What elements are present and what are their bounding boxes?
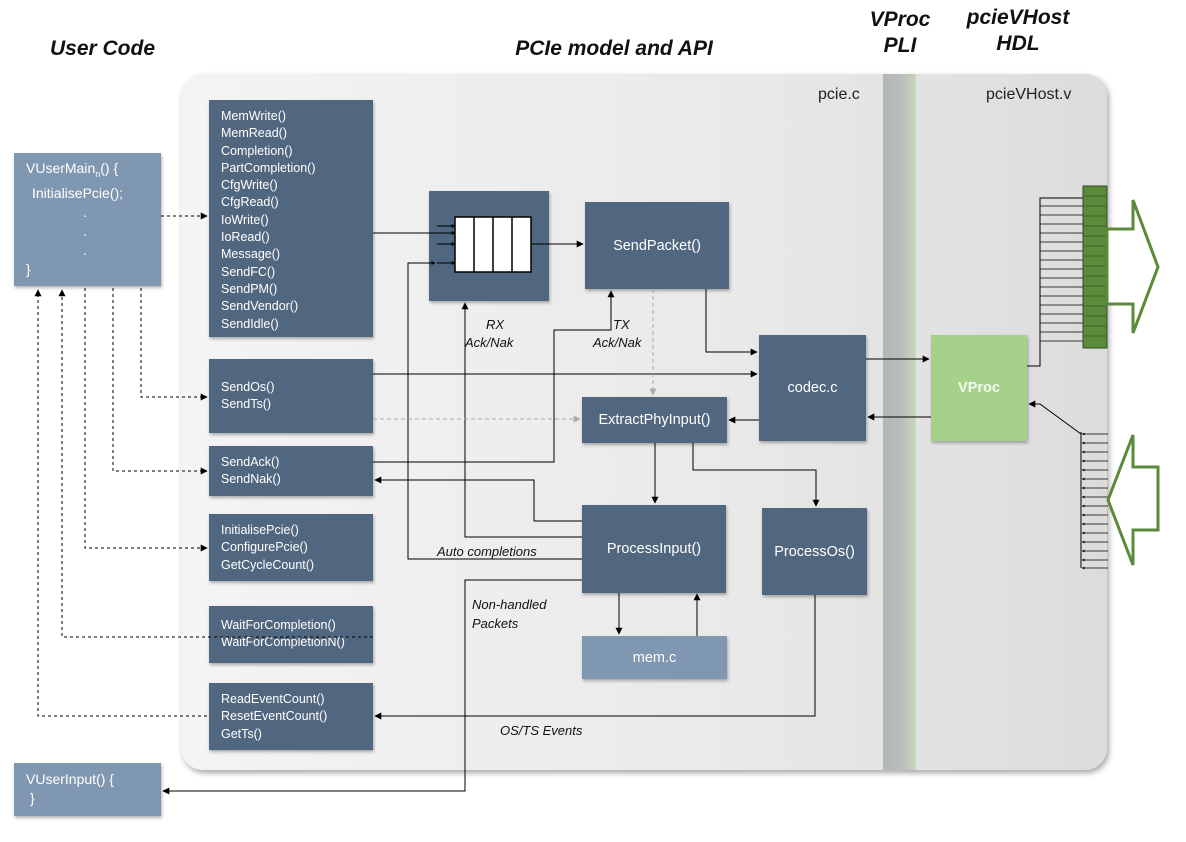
- api-waitforcompletion: WaitForCompletion(): [221, 618, 336, 632]
- api-initialisepcie: InitialisePcie(): [221, 523, 299, 537]
- api-sendack: SendAck(): [221, 455, 280, 469]
- api-configurepcie: ConfigurePcie(): [221, 540, 308, 555]
- api-completion: Completion(): [221, 143, 293, 158]
- api-reseteventcount: ResetEventCount(): [221, 709, 328, 724]
- api-cfgread: CfgRead(): [221, 195, 279, 210]
- api-main-block: MemWrite() MemRead() Completion() PartCo…: [209, 100, 373, 337]
- codec-block: codec.c: [759, 335, 866, 441]
- api-sendts: SendTs(): [221, 397, 272, 412]
- api-os-block: SendOs() SendTs(): [209, 359, 373, 433]
- vuserinput-close-brace: }: [30, 790, 35, 806]
- vuserinput-signature: VUserInput() {: [26, 771, 114, 787]
- solid-wires: [162, 231, 931, 795]
- tx-label: TX: [613, 317, 630, 332]
- user-code-heading: User Code: [49, 37, 156, 60]
- rx-acknak-label: Ack/Nak: [465, 335, 514, 350]
- pcievhost-heading-line2: HDL: [996, 32, 1040, 55]
- api-partcompletion: PartCompletion(): [221, 160, 316, 175]
- tx-acknak-label: Ack/Nak: [593, 335, 642, 350]
- vusermain-signature: VUserMainn() {: [26, 160, 119, 179]
- api-memread: MemRead(): [221, 126, 287, 141]
- vproc-heading-line1: VProc: [869, 8, 931, 31]
- auto-completions-label: Auto completions: [437, 544, 537, 559]
- non-handled-label: Non-handled: [472, 597, 547, 612]
- api-event-block: ReadEventCount() ResetEventCount() GetTs…: [209, 683, 373, 750]
- output-bus: [1027, 185, 1108, 367]
- mem-block: mem.c: [582, 636, 727, 679]
- pli-strip: [883, 74, 916, 770]
- vusermain-init-call: InitialisePcie();: [32, 184, 124, 201]
- api-readeventcount: ReadEventCount(): [221, 692, 325, 706]
- api-sendpm: SendPM(): [221, 281, 278, 296]
- api-iowrite: IoWrite(): [221, 212, 269, 227]
- api-ioread: IoRead(): [221, 230, 270, 245]
- api-sendidle: SendIdle(): [221, 316, 279, 331]
- vusermain-ellipsis-1: .: [83, 203, 87, 220]
- api-sendvendor: SendVendor(): [221, 299, 299, 314]
- processinput-block: ProcessInput(): [582, 505, 726, 593]
- api-ack-block: SendAck() SendNak(): [209, 446, 373, 496]
- pcievhost-v-label: pcieVHost.v: [986, 86, 1072, 103]
- pcie-model-heading: PCIe model and API: [515, 37, 713, 60]
- api-sendnak: SendNak(): [221, 472, 281, 487]
- vproc-block: VProc: [931, 335, 1027, 441]
- pcievhost-hdl-heading: pcieVHost HDL: [958, 5, 1078, 57]
- output-arrow-icon: [1105, 199, 1160, 334]
- pcievhost-heading-line1: pcieVHost: [966, 6, 1070, 29]
- extractphyinput-block: ExtractPhyInput(): [582, 397, 727, 443]
- api-cfgwrite: CfgWrite(): [221, 178, 278, 193]
- user-dashed-wires: [34, 212, 373, 717]
- grey-dashed-wires: [373, 289, 657, 423]
- api-waitforcompletionn: WaitForCompletionN(): [221, 635, 345, 650]
- vusermain-block: VUserMainn() { InitialisePcie(); . . . }: [14, 153, 161, 286]
- vproc-pli-heading: VProc PLI: [860, 7, 940, 59]
- vusermain-close-brace: }: [26, 260, 31, 277]
- vusermain-ellipsis-3: .: [83, 241, 87, 258]
- pcie-c-label: pcie.c: [818, 86, 860, 103]
- api-getts: GetTs(): [221, 726, 262, 741]
- vproc-heading-line2: PLI: [883, 34, 917, 57]
- api-sendfc: SendFC(): [221, 264, 276, 279]
- processos-block: ProcessOs(): [762, 508, 867, 595]
- api-init-block: InitialisePcie() ConfigurePcie() GetCycl…: [209, 514, 373, 581]
- vuserinput-block: VUserInput() { }: [14, 763, 161, 816]
- input-arrow-icon: [1106, 434, 1160, 566]
- rx-label: RX: [486, 317, 505, 332]
- vusermain-ellipsis-2: .: [83, 222, 87, 239]
- api-sendos: SendOs(): [221, 380, 275, 394]
- api-getcyclecount: GetCycleCount(): [221, 557, 315, 572]
- os-ts-events-label: OS/TS Events: [500, 723, 583, 738]
- input-bus: [1028, 400, 1108, 570]
- api-memwrite: MemWrite(): [221, 109, 287, 123]
- packets-label: Packets: [472, 616, 519, 631]
- sendpacket-block: SendPacket(): [585, 202, 729, 289]
- api-message: Message(): [221, 247, 281, 262]
- api-wait-block: WaitForCompletion() WaitForCompletionN(): [209, 606, 373, 663]
- rx-queue-cells: [437, 216, 532, 273]
